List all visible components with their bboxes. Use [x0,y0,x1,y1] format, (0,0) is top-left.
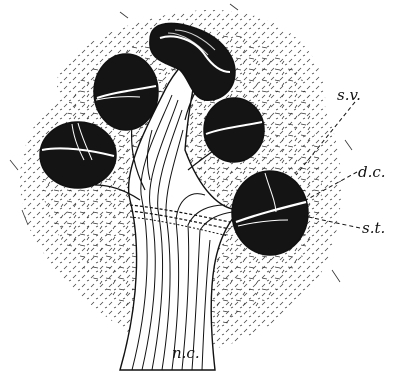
ganglion-upper-left [94,54,158,130]
label-st: s.t. [362,221,385,236]
ganglion-left [40,122,116,188]
label-sv: s.v. [337,88,361,103]
label-dc: d.c. [358,165,386,180]
label-nc: n.c. [172,346,200,361]
ganglion-right [232,171,308,255]
ganglion-middle-right [204,98,264,162]
